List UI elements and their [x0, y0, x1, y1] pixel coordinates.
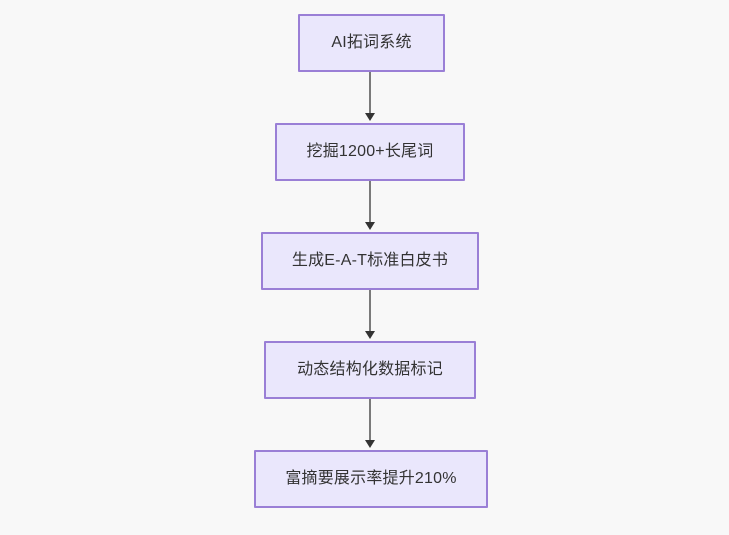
connector-line-1 [369, 72, 371, 115]
flow-node-generate-eat-whitepaper[interactable]: 生成E-A-T标准白皮书 [261, 232, 479, 290]
connector-line-3 [369, 290, 371, 333]
flow-node-label: 富摘要展示率提升210% [285, 470, 457, 488]
connector-arrowhead-4 [365, 440, 375, 448]
connector-line-2 [369, 181, 371, 224]
flow-node-label: 动态结构化数据标记 [297, 361, 443, 379]
flow-node-ai-keyword-system[interactable]: AI拓词系统 [298, 14, 445, 72]
flow-node-label: 挖掘1200+长尾词 [306, 143, 434, 161]
connector-arrowhead-2 [365, 222, 375, 230]
connector-line-4 [369, 399, 371, 442]
connector-arrowhead-3 [365, 331, 375, 339]
connector-arrowhead-1 [365, 113, 375, 121]
flow-node-label: AI拓词系统 [331, 34, 412, 52]
flow-node-label: 生成E-A-T标准白皮书 [291, 252, 449, 270]
flow-node-dynamic-structured-data-markup[interactable]: 动态结构化数据标记 [264, 341, 476, 399]
flow-node-rich-snippet-impression-uplift[interactable]: 富摘要展示率提升210% [254, 450, 488, 508]
flow-node-mine-longtail-keywords[interactable]: 挖掘1200+长尾词 [275, 123, 465, 181]
